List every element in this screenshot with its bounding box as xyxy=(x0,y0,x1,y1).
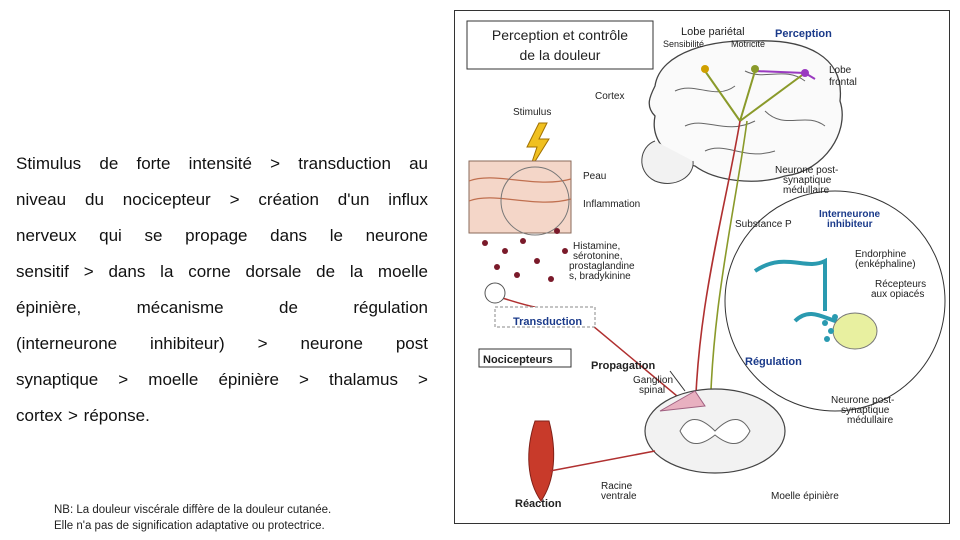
label-inflammation: Inflammation xyxy=(583,199,640,210)
label-endorphine-2: (enképhaline) xyxy=(855,259,916,270)
ascending-pathway xyxy=(709,120,748,432)
label-ganglion-2: spinal xyxy=(639,385,665,396)
skin-tissue xyxy=(468,160,572,234)
grey-matter xyxy=(679,419,751,444)
label-histamine-3: prostaglandine xyxy=(569,261,635,272)
lightning-icon xyxy=(526,122,550,172)
label-neurone-post-2: synaptique xyxy=(783,175,832,186)
label-stimulus: Stimulus xyxy=(513,107,551,118)
label-interneurone-2: inhibiteur xyxy=(827,219,873,230)
perception-node xyxy=(801,69,809,77)
label-transduction: Transduction xyxy=(513,316,582,328)
label-endorphine-1: Endorphine xyxy=(855,249,907,260)
label-interneurone-1: Interneurone xyxy=(819,209,881,220)
paragraph-line: (interneurone inhibiteur) > neurone post xyxy=(16,334,428,353)
paragraph-line: niveau du nocicepteur > création d'un in… xyxy=(16,190,428,209)
pain-pathway-figure: Perception et contrôle de la douleur xyxy=(454,10,950,524)
label-neurone-med-2: synaptique xyxy=(841,405,890,416)
label-propagation: Propagation xyxy=(591,360,655,372)
label-neurone-post-3: médullaire xyxy=(783,185,830,196)
label-recepteurs-2: aux opiacés xyxy=(871,289,924,300)
transduction-box xyxy=(494,306,596,328)
ganglion-arrow xyxy=(659,390,706,412)
label-neurone-med-1: Neurone post- xyxy=(831,395,894,406)
label-recepteurs-1: Récepteurs xyxy=(875,279,926,290)
descending-pathway xyxy=(694,120,741,432)
ascending-pathway-brain xyxy=(704,70,806,122)
inflammation-zone xyxy=(500,166,570,236)
paragraph-line: synaptique > moelle épinière > thalamus … xyxy=(16,370,428,389)
pain-pathway-diagram: Perception et contrôle de la douleur xyxy=(466,20,946,510)
label-cortex: Cortex xyxy=(595,91,624,102)
label-substance-p: Substance P xyxy=(735,219,792,230)
label-histamine-1: Histamine, xyxy=(573,241,620,252)
figure-title-line1: Perception et contrôle xyxy=(492,27,628,43)
label-peau: Peau xyxy=(583,171,606,182)
nb-line: NB: La douleur viscérale diffère de la d… xyxy=(54,504,332,516)
label-racine-1: Racine xyxy=(601,481,633,492)
label-neurone-post-1: Neurone post- xyxy=(775,165,838,176)
interneurone-shape xyxy=(753,257,856,325)
nociceptor-ending xyxy=(484,282,506,304)
paragraph-line: nerveux qui se propage dans le neurone xyxy=(16,226,428,245)
muscle-image xyxy=(528,420,555,502)
description-paragraph: Stimulus de forte intensité > transducti… xyxy=(16,146,428,434)
paragraph-line: épinière, mécanisme de régulation xyxy=(16,298,428,317)
label-lobe-parietal: Lobe pariétal xyxy=(681,26,745,38)
label-moelle: Moelle épinière xyxy=(771,491,839,502)
label-perception: Perception xyxy=(775,28,832,40)
label-frontal: frontal xyxy=(829,77,857,88)
label-histamine-2: sérotonine, xyxy=(573,251,622,262)
label-ganglion-1: Ganglion xyxy=(633,375,673,386)
label-sensibilite: Sensibilité xyxy=(663,39,704,49)
skin-layers xyxy=(468,177,572,203)
figure-title-line2: de la douleur xyxy=(520,47,601,63)
paragraph-line: sensitif > dans la corne dorsale de la m… xyxy=(16,262,428,281)
nb-note: NB: La douleur viscérale diffère de la d… xyxy=(54,502,434,534)
label-motricite: Motricité xyxy=(731,39,765,49)
ganglion-pointer xyxy=(669,370,686,392)
label-racine-2: ventrale xyxy=(601,491,637,502)
title-box xyxy=(466,20,654,70)
opiate-receptors xyxy=(822,314,838,342)
nb-line: Elle n'a pas de signification adaptative… xyxy=(54,520,325,532)
label-nocicepteurs: Nocicepteurs xyxy=(483,354,553,366)
post-synaptic-neuron xyxy=(832,312,878,350)
motricite-node xyxy=(751,65,759,73)
label-reaction: Réaction xyxy=(515,498,562,510)
regulation-circle xyxy=(724,190,946,412)
paragraph-line: cortex > réponse. xyxy=(16,406,150,425)
label-regulation: Régulation xyxy=(745,356,802,368)
label-lobe: Lobe xyxy=(829,65,852,76)
paragraph-line: Stimulus de forte intensité > transducti… xyxy=(16,154,428,173)
label-histamine-4: s, bradykinine xyxy=(569,271,631,282)
label-neurone-med-3: médullaire xyxy=(847,415,894,426)
chemical-mediators xyxy=(482,228,568,282)
cerebellum xyxy=(641,140,694,184)
sensibilite-node xyxy=(701,65,709,73)
motor-pathway xyxy=(549,450,656,472)
nocicepteurs-box xyxy=(478,348,572,368)
brain-folds xyxy=(674,70,826,155)
